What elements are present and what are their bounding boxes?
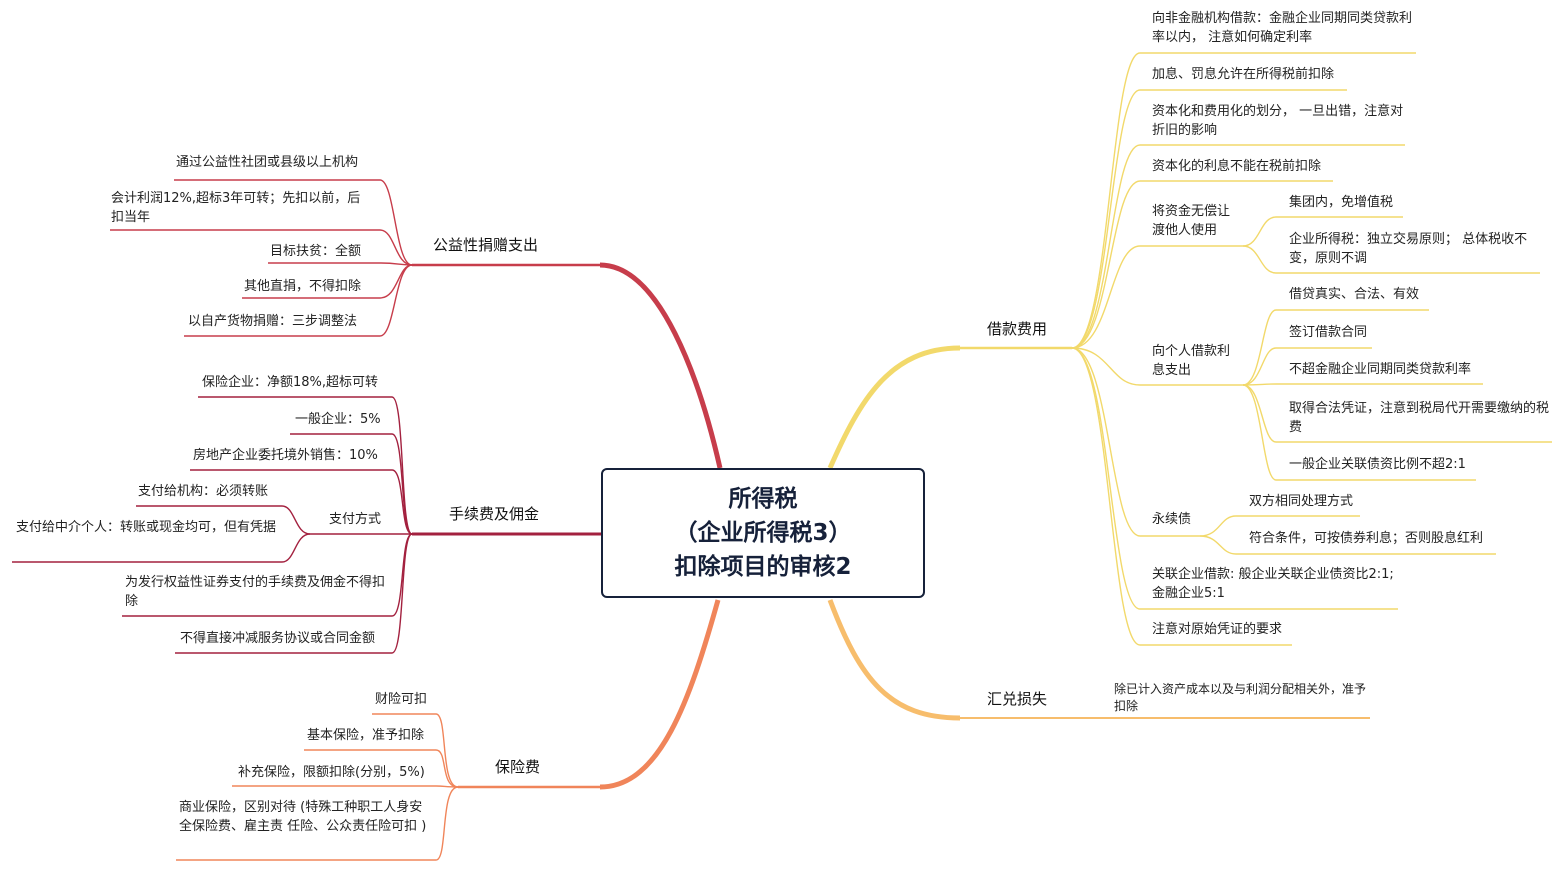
loan-item-3[interactable]: 资本化和费用化的划分， 一旦出错，注意对折旧的影响 (1152, 104, 1404, 138)
fee-item-1[interactable]: 保险企业：净额18%,超标可转 (202, 375, 379, 390)
loan-item-1[interactable]: 向非金融机构借款：金融企业同期同类贷款利率以内， 注意如何确定利率 (1152, 11, 1413, 45)
edge-root-fx (827, 599, 961, 721)
loan-item-4[interactable]: 资本化的利息不能在税前扣除 (1152, 159, 1322, 174)
loan-personal-item-5[interactable]: 一般企业关联债资比例不超2:1 (1289, 457, 1466, 472)
donation-item-2[interactable]: 会计利润12%,超标3年可转；先扣以前，后扣当年 (111, 191, 361, 225)
loan-voucher[interactable]: 注意对原始凭证的要求 (1152, 622, 1283, 637)
edge-root-donation (599, 262, 723, 469)
branch-fee[interactable]: 手续费及佣金 (449, 505, 540, 523)
root-title-line2: （企业所得税3） (674, 520, 852, 546)
loan-free-item-2[interactable]: 企业所得税：独立交易原则； 总体税收不变，原则不调 (1289, 232, 1528, 266)
fee-payment-item-2[interactable]: 支付给中介个人：转账或现金均可，但有凭据 (16, 520, 277, 535)
donation-item-4[interactable]: 其他直捐，不得扣除 (244, 279, 362, 294)
insurance-item-1[interactable]: 财险可扣 (375, 692, 428, 707)
branch-insurance[interactable]: 保险费 (495, 758, 541, 776)
loan-perpetual-item-2[interactable]: 符合条件，可按债券利息；否则股息红利 (1249, 531, 1484, 546)
fee-item-3[interactable]: 房地产企业委托境外销售：10% (193, 448, 378, 463)
fee-item-4[interactable]: 为发行权益性证券支付的手续费及佣金不得扣除 (125, 575, 386, 609)
edge-root-loan (827, 345, 961, 470)
loan-personal-item-3[interactable]: 不超金融企业同期同类贷款利率 (1289, 362, 1472, 377)
edge-root-insurance (599, 599, 721, 790)
fee-payment-item-1[interactable]: 支付给机构：必须转账 (138, 484, 269, 499)
fx-item-1[interactable]: 除已计入资产成本以及与利润分配相关外，准予扣除 (1114, 682, 1367, 713)
fee-item-2[interactable]: 一般企业：5% (295, 412, 381, 427)
insurance-item-3[interactable]: 补充保险，限额扣除(分别，5%) (238, 765, 425, 780)
branch-loan[interactable]: 借款费用 (987, 320, 1048, 338)
loan-free-item-1[interactable]: 集团内，免增值税 (1289, 195, 1394, 210)
insurance-item-4[interactable]: 商业保险，区别对待 (特殊工种职工人身安全保险费、雇主责 任险、公众责任险可扣 … (179, 800, 427, 834)
loan-related[interactable]: 关联企业借款: 般企业关联企业债资比2:1;金融企业5:1 (1152, 567, 1394, 601)
fee-item-5[interactable]: 不得直接冲减服务协议或合同金额 (180, 631, 376, 646)
root-title-line3: 扣除项目的审核2 (674, 554, 852, 580)
donation-item-3[interactable]: 目标扶贫：全额 (270, 244, 362, 259)
loan-perpetual-item-1[interactable]: 双方相同处理方式 (1249, 494, 1354, 509)
loan-personal[interactable]: 向个人借款利息支出 (1152, 344, 1231, 378)
branch-donation[interactable]: 公益性捐赠支出 (433, 236, 539, 254)
fee-payment[interactable]: 支付方式 (329, 512, 382, 527)
donation-item-1[interactable]: 通过公益性社团或县级以上机构 (176, 155, 359, 170)
donation-item-5[interactable]: 以自产货物捐赠：三步调整法 (188, 314, 358, 329)
loan-personal-item-2[interactable]: 签订借款合同 (1289, 325, 1368, 340)
loan-personal-item-4[interactable]: 取得合法凭证，注意到税局代开需要缴纳的税费 (1289, 401, 1550, 435)
loan-free-use[interactable]: 将资金无偿让渡他人使用 (1152, 204, 1231, 238)
root-title-line1: 所得税 (728, 486, 798, 512)
loan-personal-item-1[interactable]: 借贷真实、合法、有效 (1289, 287, 1420, 302)
root-node[interactable]: 所得税 （企业所得税3） 扣除项目的审核2 (601, 468, 925, 598)
insurance-item-2[interactable]: 基本保险，准予扣除 (307, 728, 425, 743)
loan-perpetual[interactable]: 永续债 (1152, 512, 1192, 527)
loan-item-2[interactable]: 加息、罚息允许在所得税前扣除 (1152, 67, 1335, 82)
branch-fx[interactable]: 汇兑损失 (987, 690, 1048, 708)
